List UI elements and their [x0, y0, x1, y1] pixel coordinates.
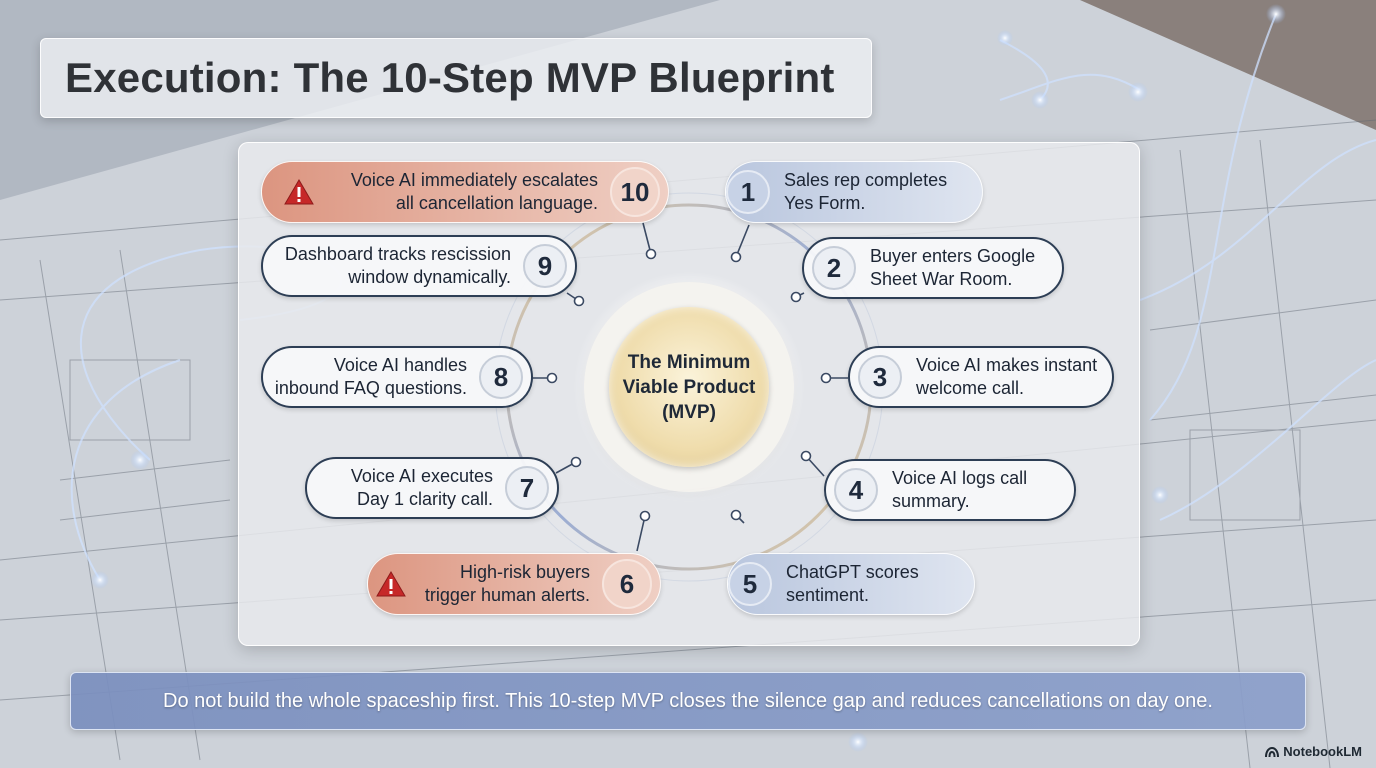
step-9-number: 9 — [523, 244, 567, 288]
step-6-number: 6 — [602, 559, 652, 609]
warning-icon — [284, 179, 314, 205]
step-6-text: High-risk buyers trigger human alerts. — [424, 562, 590, 605]
step-4: 4 Voice AI logs call summary. — [824, 459, 1076, 521]
mvp-hub: The Minimum Viable Product (MVP) — [609, 307, 769, 467]
step-3: 3 Voice AI makes instant welcome call. — [848, 346, 1114, 408]
step-5: 5 ChatGPT scores sentiment. — [727, 553, 975, 615]
step-2-text: Buyer enters Google Sheet War Room. — [870, 246, 1036, 289]
step-10-text: Voice AI immediately escalates all cance… — [350, 170, 598, 213]
step-4-text: Voice AI logs call summary. — [892, 468, 1028, 511]
step-9: Dashboard tracks rescission window dynam… — [261, 235, 577, 297]
brand-name: NotebookLM — [1283, 744, 1362, 759]
step-7-text: Voice AI executes Day 1 clarity call. — [350, 466, 493, 509]
step-1-text: Sales rep completes Yes Form. — [784, 170, 948, 213]
brand-watermark: NotebookLM — [1265, 744, 1362, 759]
step-4-number: 4 — [834, 468, 878, 512]
step-7-number: 7 — [505, 466, 549, 510]
step-5-number: 5 — [728, 562, 772, 606]
step-10-number: 10 — [610, 167, 660, 217]
title-banner: Execution: The 10-Step MVP Blueprint — [40, 38, 872, 118]
hub-label: The Minimum Viable Product (MVP) — [622, 351, 756, 423]
step-9-text: Dashboard tracks rescission window dynam… — [284, 244, 511, 287]
warning-icon — [376, 571, 406, 597]
step-7: Voice AI executes Day 1 clarity call. 7 — [305, 457, 559, 519]
caption-text: Do not build the whole spaceship first. … — [163, 689, 1213, 712]
step-3-text: Voice AI makes instant welcome call. — [916, 355, 1098, 398]
step-2-number: 2 — [812, 246, 856, 290]
step-1: 1 Sales rep completes Yes Form. — [725, 161, 983, 223]
step-8-text: Voice AI handles inbound FAQ questions. — [274, 355, 467, 398]
step-10: Voice AI immediately escalates all cance… — [261, 161, 669, 223]
step-5-text: ChatGPT scores sentiment. — [786, 562, 919, 605]
blueprint-panel: The Minimum Viable Product (MVP) 1 Sales… — [238, 142, 1140, 646]
step-1-number: 1 — [726, 170, 770, 214]
step-8-number: 8 — [479, 355, 523, 399]
step-2: 2 Buyer enters Google Sheet War Room. — [802, 237, 1064, 299]
notebooklm-logo-icon — [1265, 746, 1280, 757]
page-title: Execution: The 10-Step MVP Blueprint — [65, 54, 835, 101]
step-8: Voice AI handles inbound FAQ questions. … — [261, 346, 533, 408]
step-6: High-risk buyers trigger human alerts. 6 — [367, 553, 661, 615]
step-3-number: 3 — [858, 355, 902, 399]
caption-banner: Do not build the whole spaceship first. … — [70, 672, 1306, 730]
